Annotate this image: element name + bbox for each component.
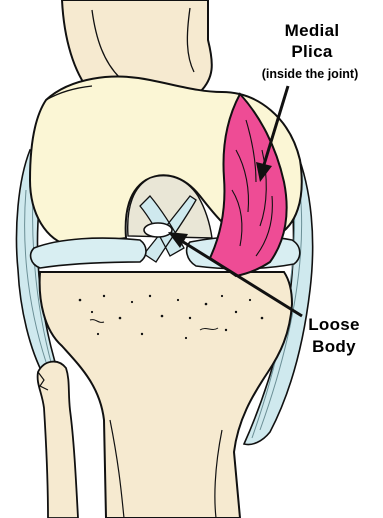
loose-body-label-line2: Body <box>312 337 356 356</box>
plica-label-line2: Plica <box>291 42 332 61</box>
loose-body <box>144 223 172 237</box>
loose-body-label-line1: Loose <box>308 315 360 334</box>
tibia <box>40 272 292 518</box>
plica-label-subtitle: (inside the joint) <box>262 67 359 81</box>
fibula <box>38 362 78 518</box>
plica-label-line1: Medial <box>285 21 340 40</box>
lateral-meniscus <box>31 238 146 268</box>
